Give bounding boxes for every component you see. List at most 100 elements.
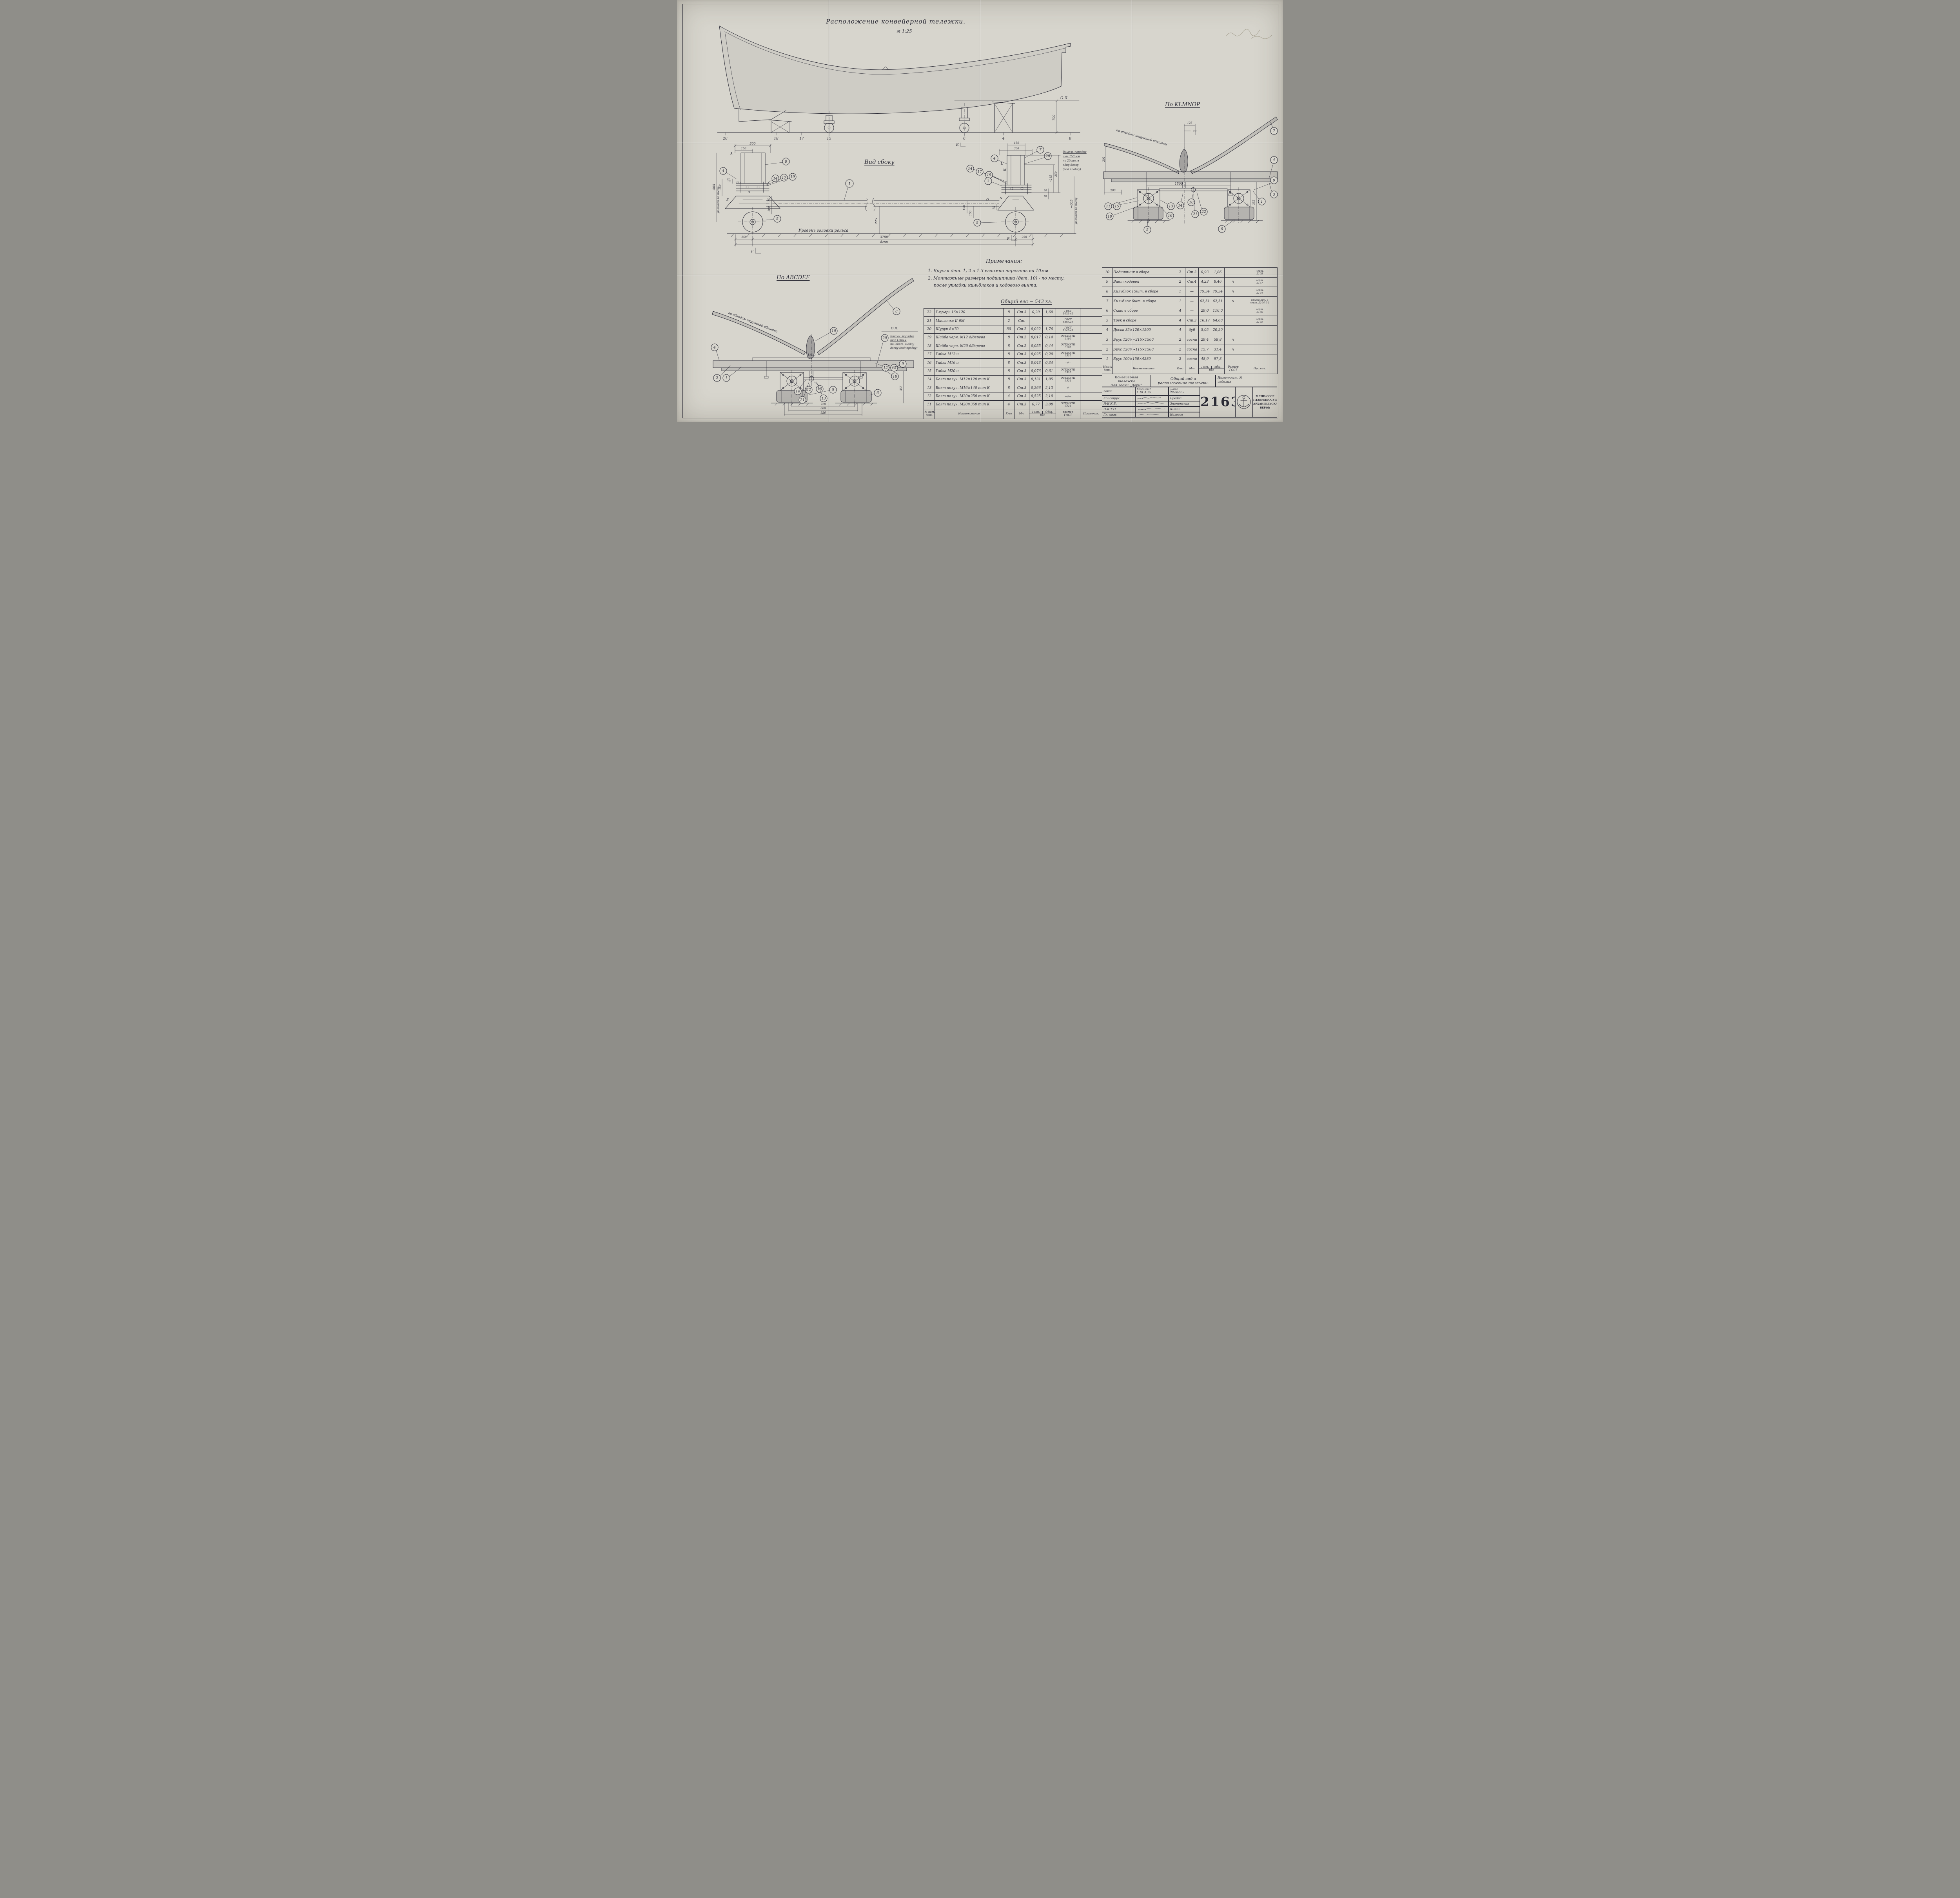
- table-cell: [1080, 375, 1102, 384]
- keel-section: [806, 335, 815, 359]
- fit-note: уточнить по месту: [717, 187, 720, 214]
- table-cell: черт.2164: [1242, 287, 1278, 297]
- table-cell: 8,46: [1211, 277, 1225, 287]
- table-cell: Болт получ. М20×250 тип К: [935, 392, 1004, 401]
- table-cell: 2,10: [1042, 392, 1056, 401]
- callout-7: 7: [1270, 122, 1278, 135]
- svg-text:8: 8: [895, 310, 898, 314]
- callout-14: 14: [794, 380, 806, 395]
- table-cell: [1242, 344, 1278, 355]
- name-cell: Колесов: [1169, 412, 1200, 418]
- callout-14: 14: [766, 174, 779, 185]
- keel-section: [1179, 149, 1188, 173]
- table-cell: Ст.4: [1185, 277, 1199, 287]
- svg-text:9: 9: [902, 362, 904, 366]
- svg-text:5: 5: [776, 217, 779, 221]
- table-cell: 97,8: [1211, 354, 1225, 364]
- svg-text:10: 10: [831, 329, 836, 333]
- table-cell: 8: [1003, 358, 1014, 367]
- keel-skeg: [739, 109, 786, 122]
- table-cell: Ст.3: [1014, 367, 1029, 376]
- table-cell: —: [1185, 287, 1199, 297]
- boat-profile-drawing: 20 18 17 15 6 4 0 О.Л. 700: [717, 25, 1080, 141]
- table-cell: Доска 35×120×1500: [1112, 325, 1175, 336]
- hull-plank-right: [1190, 116, 1278, 174]
- table-cell: —: [1029, 316, 1043, 325]
- shipyard-emblem-cell: [1235, 387, 1253, 418]
- table-cell: Гайка М20ш: [935, 367, 1004, 376]
- fit-note: уточнить по месту: [1075, 198, 1078, 225]
- trek-base: [725, 196, 780, 209]
- hull-plank-left: [712, 311, 806, 355]
- callout-21: 21: [1191, 193, 1199, 218]
- table-cell: Ст.3: [1014, 375, 1029, 384]
- svg-text:22: 22: [1201, 210, 1206, 214]
- table-cell: 0,34: [1042, 358, 1056, 367]
- table-cell: 0,14: [1042, 333, 1056, 342]
- table-cell: 0,20: [1042, 350, 1056, 359]
- rail-level-label: Уровень головки рельса: [799, 229, 848, 233]
- dim-355: 355: [1252, 200, 1256, 205]
- callout-3: 3: [984, 177, 1002, 186]
- table-cell: 0,055: [1029, 341, 1043, 351]
- svg-text:доску (под пробку): доску (под пробку): [890, 347, 918, 350]
- dim-3780: 3780: [880, 235, 888, 239]
- signature-cell: [1135, 401, 1169, 407]
- table-cell: [1080, 308, 1102, 317]
- bearing-housing: [1233, 193, 1244, 204]
- pencil-note-scribble: [1226, 29, 1272, 39]
- hull-section: по обводам наружной обшивки 125 70: [1104, 116, 1278, 174]
- trek-base: [997, 196, 1034, 211]
- svg-text:6: 6: [1221, 227, 1223, 231]
- table-cell: 31,4: [1211, 344, 1225, 355]
- table-cell: [1080, 341, 1102, 351]
- callout-13: 13: [816, 381, 828, 402]
- table-cell: 20,20: [1211, 325, 1225, 336]
- table-cell: Брус 120×~115×1500: [1112, 344, 1175, 355]
- table-cell: Ст.3: [1185, 267, 1199, 278]
- svg-text:(под пробку).: (под пробку).: [1063, 168, 1082, 171]
- table-cell: Ст.3: [1014, 392, 1029, 401]
- role-cell: Гл. инж.: [1102, 412, 1135, 418]
- table-cell: 116,0: [1211, 306, 1225, 316]
- svg-text:Вшахм. порядке: Вшахм. порядке: [890, 335, 914, 338]
- table-cell: [1080, 358, 1102, 367]
- station-mark: 0: [1069, 137, 1071, 141]
- table-cell: Ст.3: [1014, 308, 1029, 317]
- table-cell: [1080, 350, 1102, 359]
- svg-text:4: 4: [993, 157, 996, 161]
- table-cell: [1224, 306, 1242, 316]
- callout-7: 7: [1025, 146, 1044, 158]
- table-cell: [1242, 354, 1278, 364]
- callout-8: 8: [887, 301, 900, 315]
- table-cell: [1224, 354, 1242, 364]
- table-cell: [1224, 315, 1242, 326]
- bearing-assembly: [736, 182, 769, 193]
- page-title: Расположение конвейерной тележки.: [826, 18, 966, 25]
- table-cell: 8: [1003, 341, 1014, 351]
- table-cell: [1242, 325, 1278, 336]
- dim-225: 225: [875, 218, 878, 224]
- table-cell: 14: [924, 375, 935, 384]
- table-cell: 8: [1003, 375, 1014, 384]
- hull-plank-left: [1104, 143, 1179, 174]
- table-cell: [1224, 267, 1242, 278]
- svg-text:3: 3: [1273, 193, 1275, 197]
- name-cell: Кычин: [1169, 407, 1200, 412]
- table-cell: —: [1185, 296, 1199, 307]
- shipyard-emblem: [1237, 395, 1251, 409]
- table-cell: 1,60: [1042, 308, 1056, 317]
- table-cell: 22: [924, 308, 935, 317]
- svg-text:5: 5: [1146, 228, 1149, 232]
- svg-text:10: 10: [1189, 201, 1194, 205]
- cut-marker-K: K: [956, 143, 959, 147]
- station-mark: 15: [827, 137, 831, 141]
- cut-marker-B: B: [727, 178, 730, 181]
